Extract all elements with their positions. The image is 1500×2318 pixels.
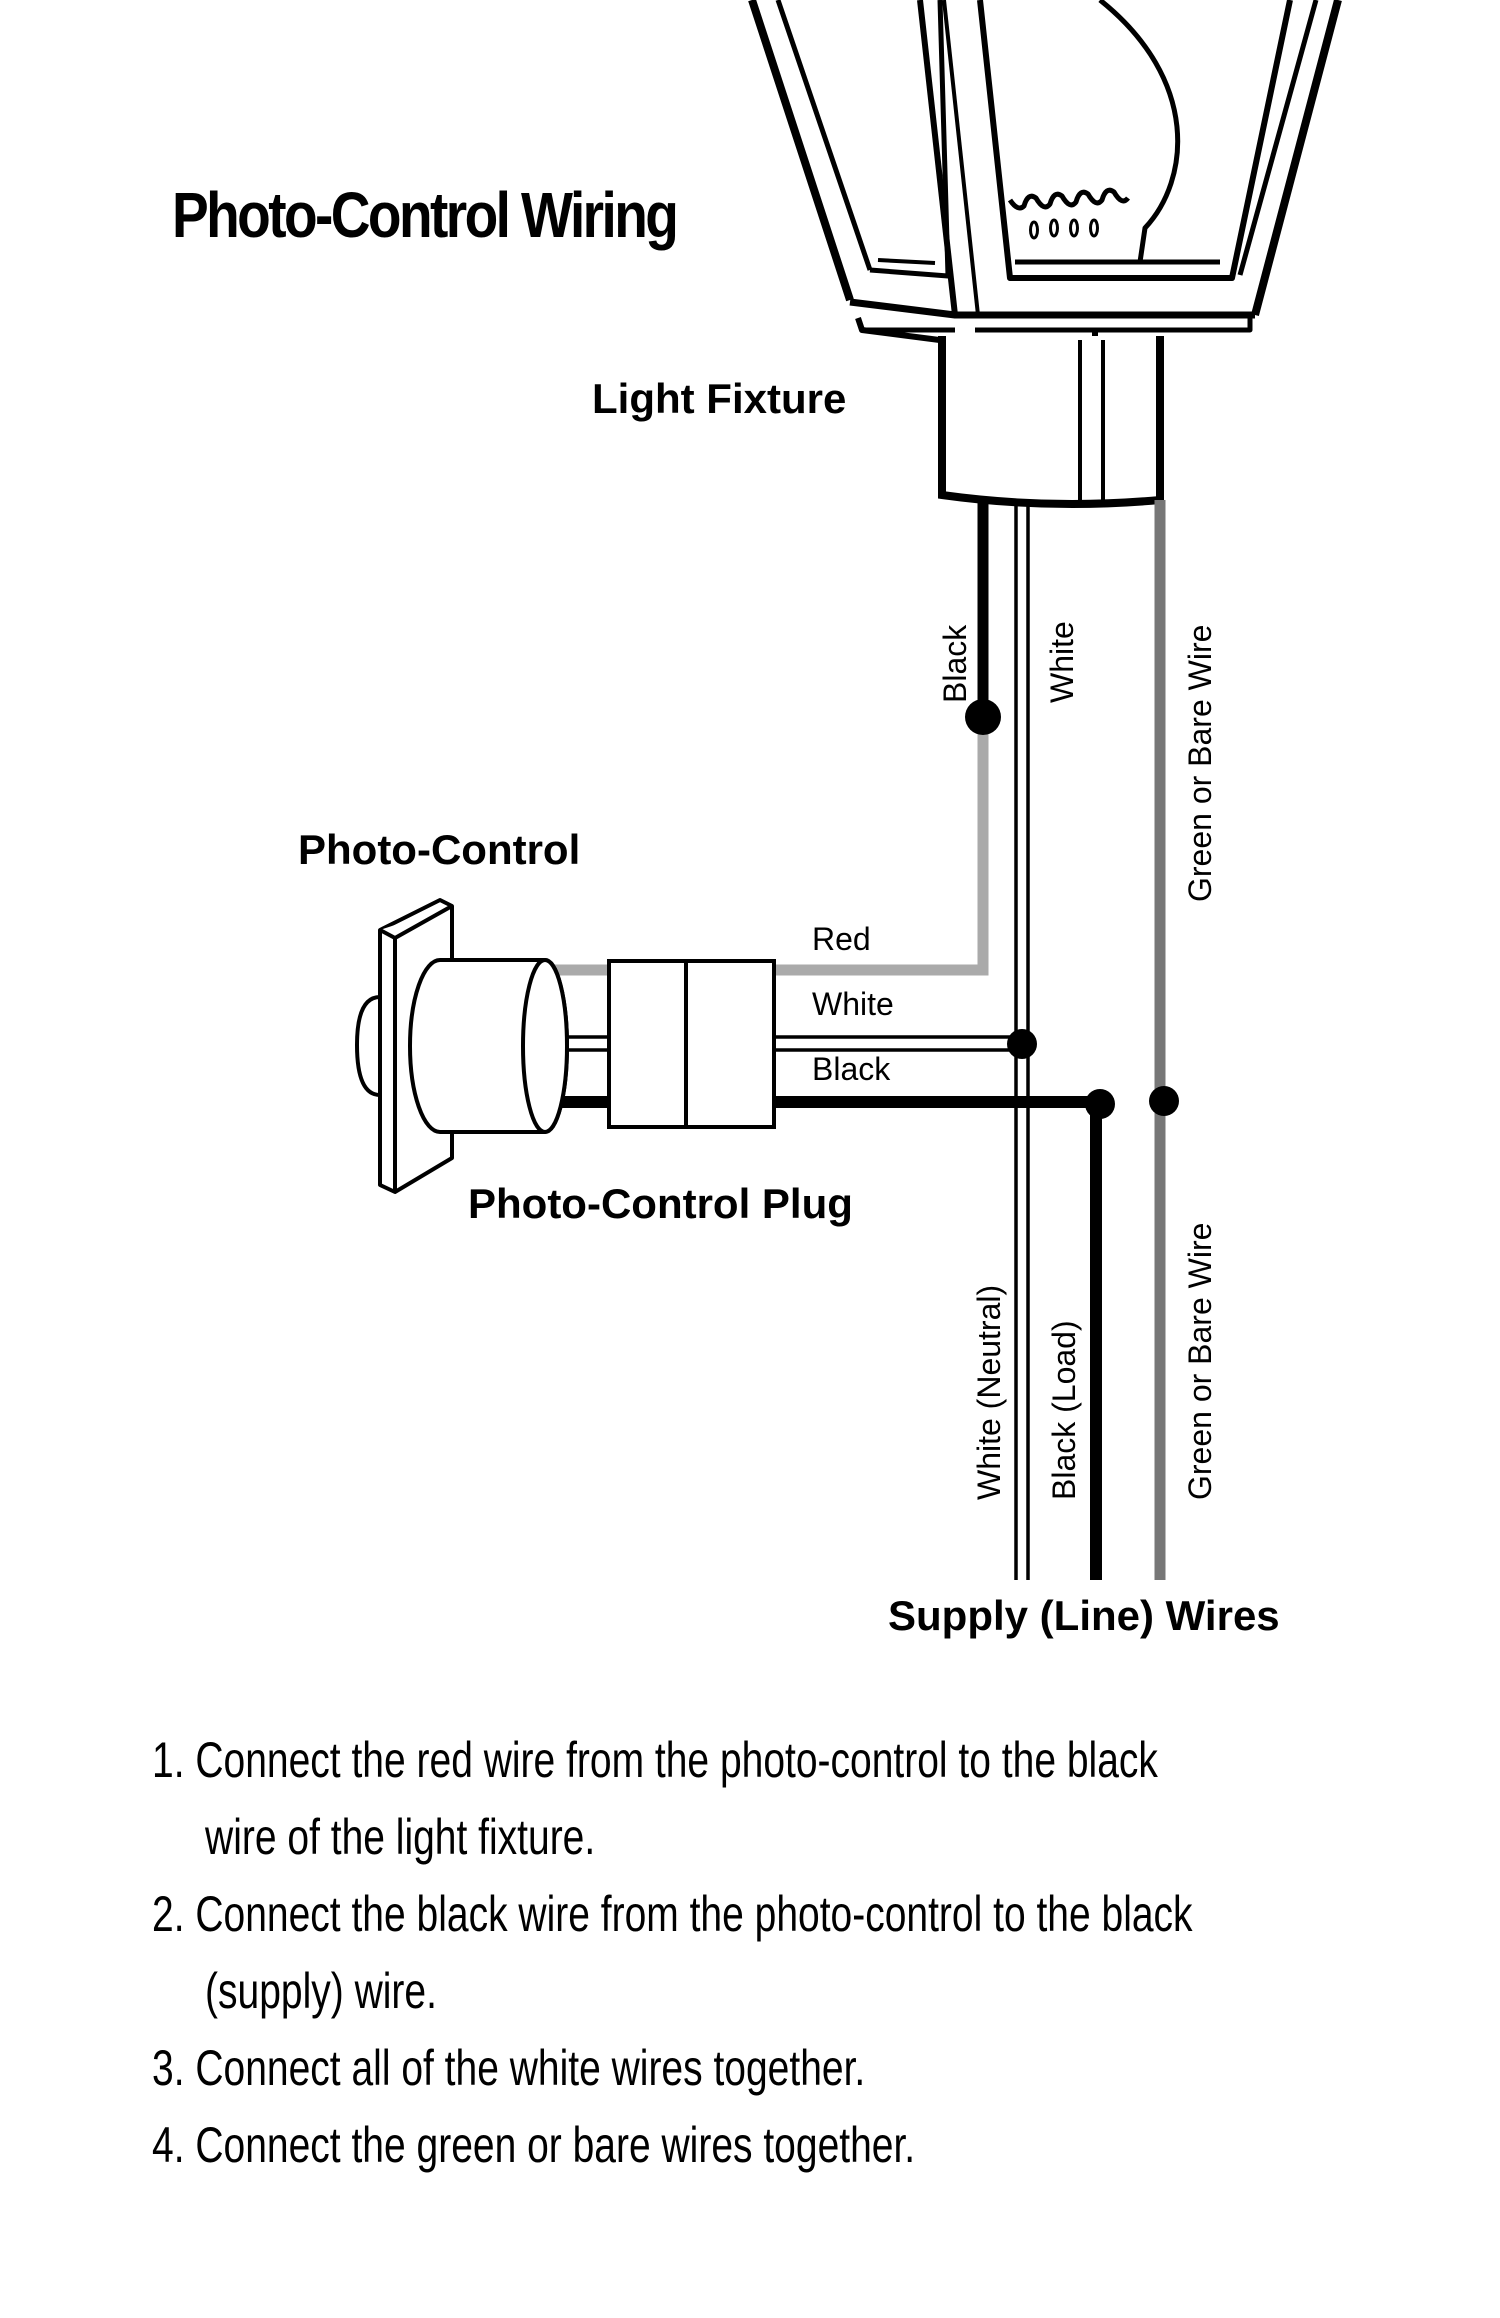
step-item: 1. Connect the red wire from the photo-c… [152, 1722, 1158, 1876]
supply-ground-label: Green or Bare Wire [1182, 1223, 1218, 1500]
photo-control-plug-label: Photo-Control Plug [468, 1180, 853, 1227]
step-item: 2. Connect the black wire from the photo… [152, 1876, 1193, 2030]
wiring-diagram-svg: Black White Green or Bare Wire Red White… [355, 0, 1342, 1580]
step-text: Connect all of the white wires together. [195, 2040, 866, 2096]
photo-control-label: Photo-Control [298, 826, 581, 873]
step-text-continued: (supply) wire. [205, 1963, 437, 2019]
wiring-diagram: Black White Green or Bare Wire Red White… [172, 0, 1342, 1639]
step-item: 4. Connect the green or bare wires toget… [152, 2107, 1127, 2184]
fixture-white-label: White [1044, 621, 1080, 703]
step-number: 4. [152, 2117, 185, 2173]
junction-dot-ground [1149, 1086, 1179, 1116]
fixture-post-icon [938, 336, 1164, 508]
page-title: Photo-Control Wiring [172, 179, 679, 251]
step-text: Connect the red wire from the photo-cont… [195, 1732, 1158, 1788]
step-item: 3. Connect all of the white wires togeth… [152, 2030, 1127, 2107]
photo-control-red-wire [548, 715, 989, 976]
photo-control-plug-icon [607, 959, 776, 1129]
step-number: 3. [152, 2040, 185, 2096]
instruction-steps: 1. Connect the red wire from the photo-c… [152, 1722, 1402, 2184]
pc-black-label: Black [812, 1051, 891, 1087]
step-number: 2. [152, 1886, 185, 1942]
photo-control-icon [355, 898, 569, 1194]
step-text-continued: wire of the light fixture. [205, 1809, 596, 1865]
photo-control-black-wire [548, 1096, 1102, 1580]
lantern-fixture-icon [748, 0, 1342, 345]
step-number: 1. [152, 1732, 185, 1788]
fixture-black-label: Black [937, 624, 973, 703]
step-text: Connect the black wire from the photo-co… [195, 1886, 1193, 1942]
junction-dot-black-red [965, 699, 1001, 735]
supply-black-label: Black (Load) [1046, 1320, 1082, 1500]
junction-dot-white [1007, 1029, 1037, 1059]
light-fixture-label: Light Fixture [592, 375, 847, 422]
supply-white-label: White (Neutral) [971, 1285, 1007, 1500]
junction-dot-black [1085, 1089, 1115, 1119]
step-text: Connect the green or bare wires together… [195, 2117, 916, 2173]
supply-wires-label: Supply (Line) Wires [888, 1592, 1280, 1639]
pc-white-label: White [812, 986, 894, 1022]
pc-red-label: Red [812, 921, 871, 957]
fixture-ground-label: Green or Bare Wire [1182, 625, 1218, 902]
